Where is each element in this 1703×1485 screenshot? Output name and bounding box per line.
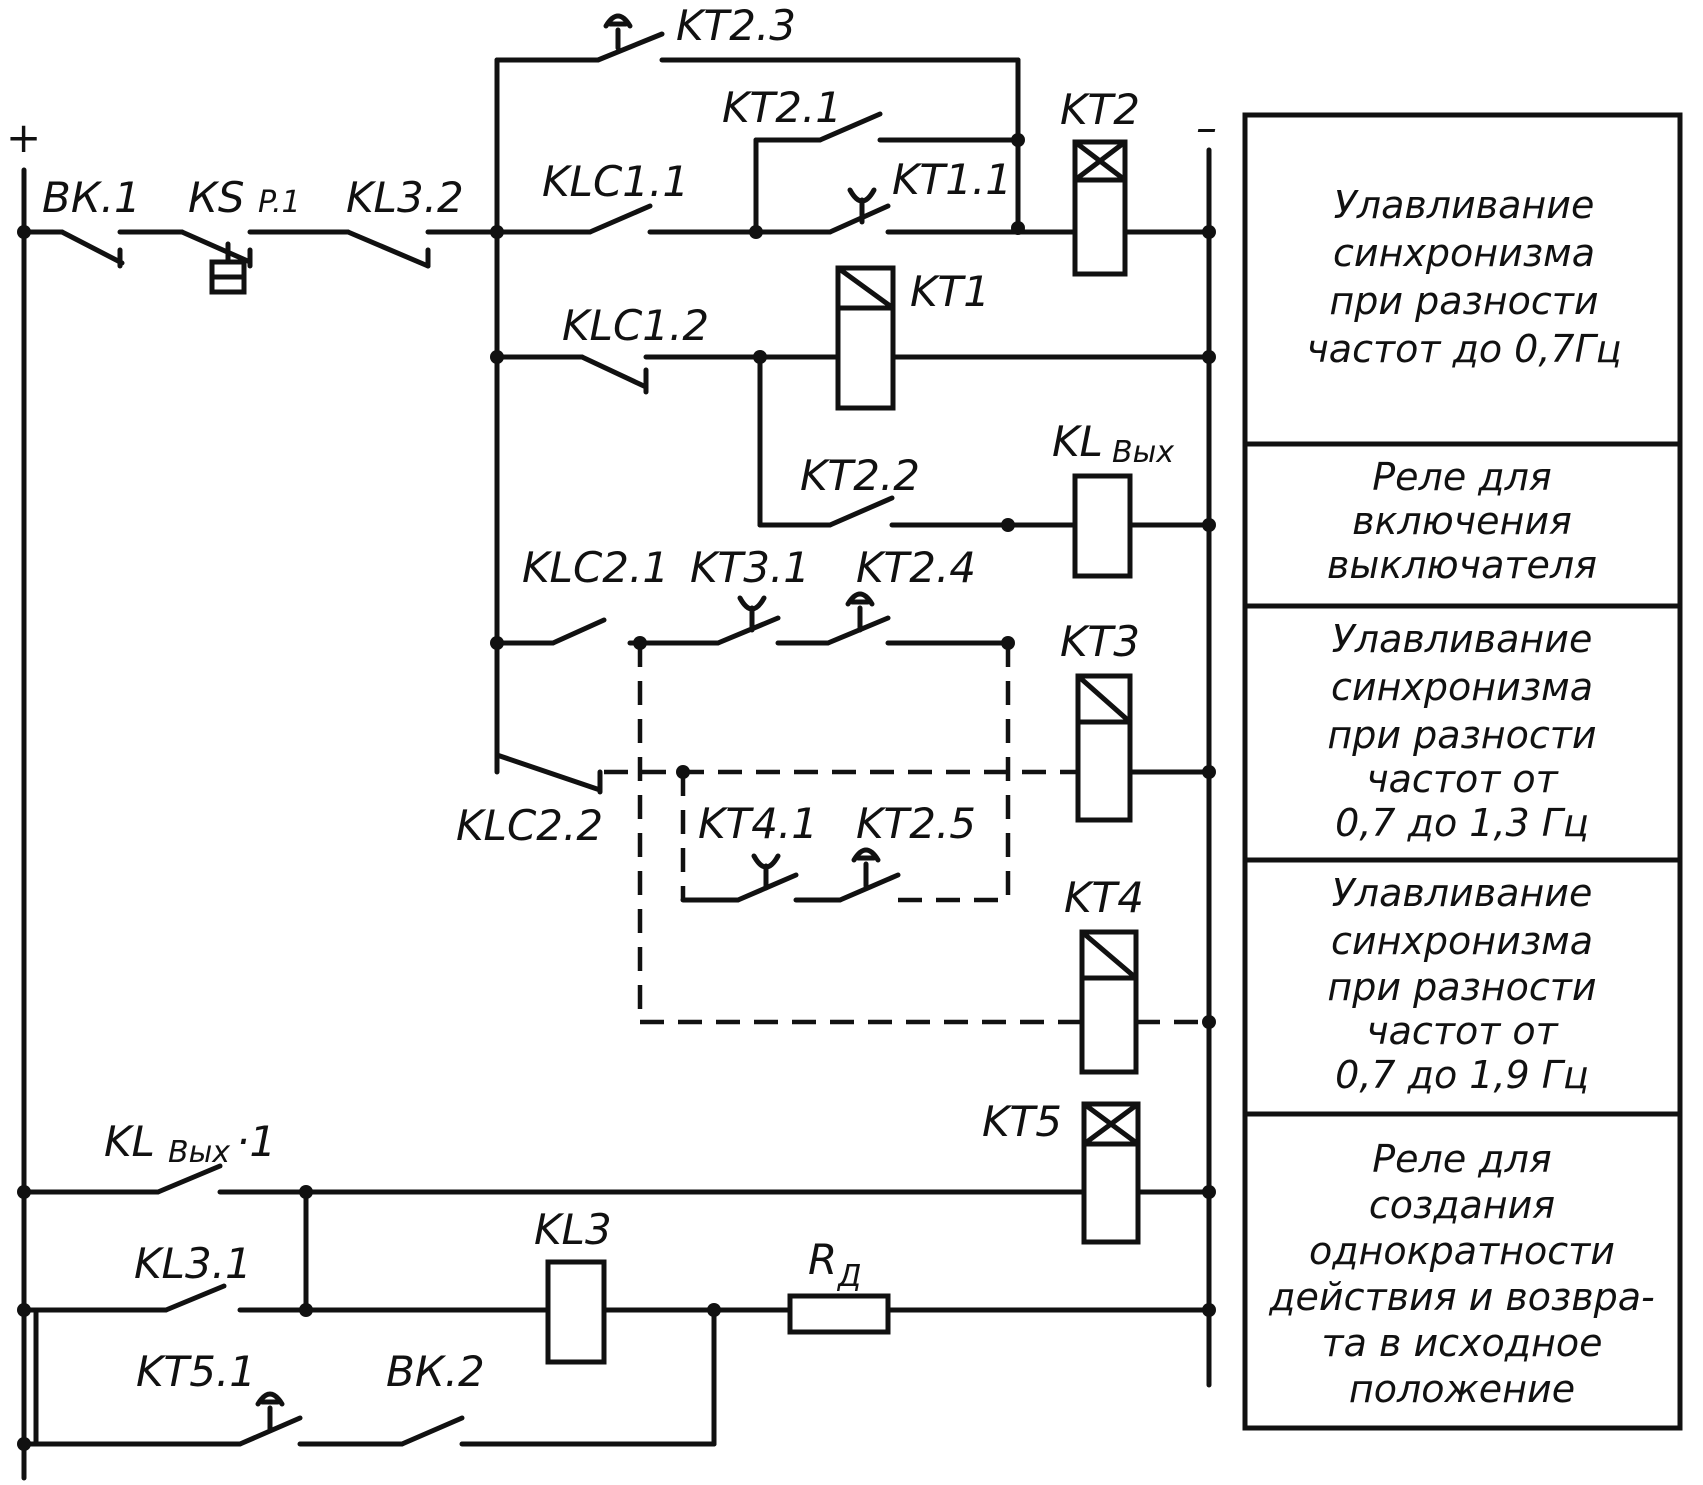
note-2: Реле для включения выключателя (1327, 455, 1597, 587)
label-kt21: KT2.1 (722, 83, 842, 132)
klc22-branch (494, 752, 603, 795)
label-klvyx: KL (1052, 417, 1103, 466)
svg-text:Реле для: Реле для (1372, 455, 1551, 499)
label-ks: КS (188, 173, 244, 222)
note-4: Улавливание синхронизма при разности час… (1327, 871, 1596, 1097)
label-kt11: KT1.1 (892, 155, 1012, 204)
label-kt22: KT2.2 (800, 451, 920, 500)
note-1: Улавливание синхронизма при разности час… (1306, 183, 1621, 371)
label-klvyx1-sub: Вых (168, 1135, 230, 1170)
svg-text:частот до 0,7Гц: частот до 0,7Гц (1306, 327, 1621, 371)
supply-line (21, 229, 500, 269)
svg-text:однократности: однократности (1309, 1229, 1615, 1273)
kt3-row (494, 591, 1011, 646)
return-row (21, 1307, 717, 1447)
label-kt41: KT4.1 (698, 799, 818, 848)
label-kt3: KT3 (1060, 617, 1140, 666)
minus-sign: – (1196, 103, 1217, 152)
svg-text:положение: положение (1349, 1367, 1575, 1411)
label-klc21: KLC2.1 (522, 543, 669, 592)
kt5-coil (1081, 1101, 1141, 1245)
svg-text:синхронизма: синхронизма (1333, 231, 1595, 275)
junction-dots (17, 133, 1216, 1451)
note-5: Реле для создания однократности действия… (1268, 1137, 1655, 1411)
kt3-coil (1075, 673, 1133, 823)
kt4-coil (1079, 929, 1139, 1075)
label-rd-sub: Д (836, 1259, 861, 1294)
label-kt2: KT2 (1060, 85, 1140, 134)
svg-text:создания: создания (1369, 1183, 1555, 1227)
label-ks-sub: P.1 (258, 185, 301, 220)
svg-text:при разности: при разности (1327, 713, 1596, 757)
svg-text:включения: включения (1352, 499, 1572, 543)
svg-text:0,7 до 1,9 Гц: 0,7 до 1,9 Гц (1335, 1053, 1589, 1097)
svg-text:Реле для: Реле для (1372, 1137, 1551, 1181)
label-kl3: KL3 (534, 1205, 612, 1254)
label-bk2: ВК.2 (386, 1347, 485, 1396)
svg-text:синхронизма: синхронизма (1331, 665, 1593, 709)
kt23-loop (494, 13, 1021, 231)
label-kt23: KT2.3 (676, 1, 796, 50)
label-kt25: KT2.5 (856, 799, 976, 848)
kt2-coil (1072, 139, 1128, 277)
svg-text:действия и возвра-: действия и возвра- (1268, 1275, 1655, 1319)
klvyx-coil (1072, 473, 1133, 579)
svg-text:та в исходное: та в исходное (1321, 1321, 1602, 1365)
label-kt24: KT2.4 (856, 543, 976, 592)
svg-text:Улавливание: Улавливание (1332, 871, 1593, 915)
label-kl31: KL3.1 (134, 1239, 252, 1288)
kt1-coil (835, 265, 896, 411)
kl3-coil (545, 1259, 607, 1365)
svg-text:Улавливание: Улавливание (1332, 617, 1593, 661)
kt2-row (494, 111, 1212, 235)
svg-text:частот от: частот от (1366, 1009, 1559, 1053)
label-rd: R (808, 1235, 837, 1284)
rd-resistor (787, 1293, 891, 1335)
label-klc11: KLC1.1 (542, 157, 689, 206)
plus-sign: + (6, 113, 41, 162)
kl3-row (21, 1189, 1212, 1447)
label-kt1: KT1 (910, 267, 990, 316)
klvyx-row (757, 495, 1212, 528)
svg-text:при разности: при разности (1329, 279, 1598, 323)
label-kt5: KT5 (982, 1097, 1062, 1146)
label-klc12: KLC1.2 (562, 301, 709, 350)
svg-text:синхронизма: синхронизма (1331, 919, 1593, 963)
svg-text:0,7 до 1,3 Гц: 0,7 до 1,3 Гц (1335, 801, 1589, 845)
label-klvyx-sub: Вых (1112, 435, 1174, 470)
label-kl32: KL3.2 (346, 173, 464, 222)
svg-text:Улавливание: Улавливание (1334, 183, 1595, 227)
svg-text:при разности: при разности (1327, 965, 1596, 1009)
notes-table (1242, 112, 1683, 1431)
label-kt51: KT5.1 (136, 1347, 256, 1396)
svg-text:частот от: частот от (1366, 757, 1559, 801)
svg-text:выключателя: выключателя (1327, 543, 1597, 587)
label-klc22: KLC2.2 (456, 801, 603, 850)
note-3: Улавливание синхронизма при разности час… (1327, 617, 1596, 845)
label-klvyx1: KL (104, 1117, 155, 1166)
label-bk1: ВК.1 (42, 173, 141, 222)
label-klvyx1-suffix: ·1 (236, 1117, 276, 1166)
kt1-row (494, 354, 1212, 528)
kt5-row (21, 1163, 1212, 1195)
label-kt4: KT4 (1064, 873, 1144, 922)
ks-flag-icon (209, 241, 247, 295)
label-kt31: KT3.1 (690, 543, 810, 592)
